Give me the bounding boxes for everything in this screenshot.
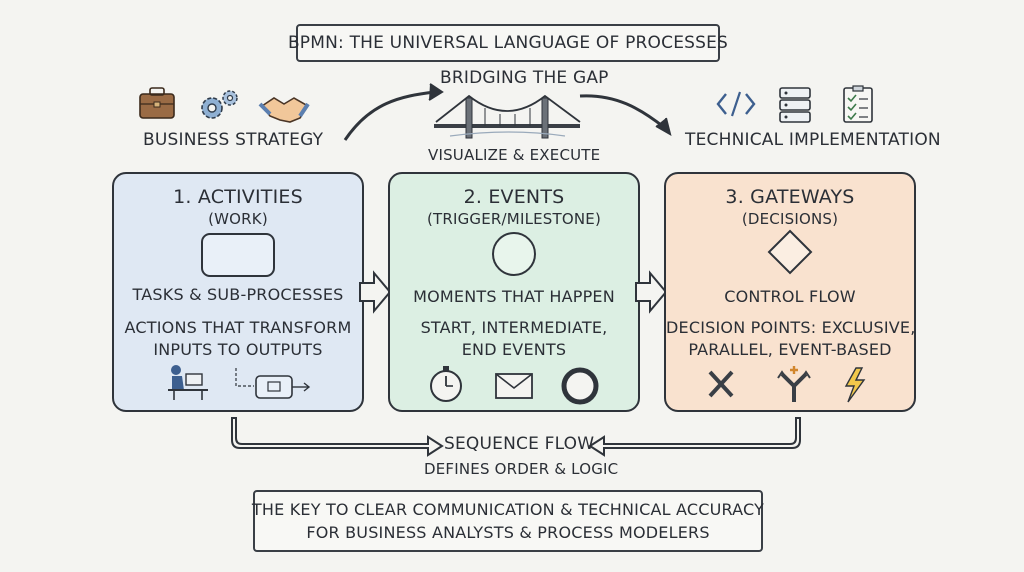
server-icon (779, 87, 811, 123)
activity-icons (168, 365, 311, 400)
task-shape-icon (201, 233, 275, 277)
card-title: 3. GATEWAYS (725, 186, 855, 208)
card-desc-2: INPUTS TO OUTPUTS (153, 340, 323, 359)
event-icons (430, 366, 599, 405)
card-subtitle: (WORK) (208, 210, 268, 228)
bridge-area (343, 83, 672, 141)
arrow-left-up (343, 90, 436, 141)
left-label: BUSINESS STRATEGY (143, 130, 324, 150)
right-label: TECHNICAL IMPLEMENTATION (685, 130, 941, 150)
flow-arrow-1-icon (359, 270, 392, 314)
exclusive-x-icon (708, 370, 734, 398)
stopwatch-icon (430, 366, 462, 402)
footer-line-2: FOR BUSINESS ANALYSTS & PROCESS MODELERS (306, 523, 710, 542)
task-flow-icon (235, 368, 311, 399)
bridge-top-label: BRIDGING THE GAP (440, 68, 609, 88)
card-desc-2: PARALLEL, EVENT-BASED (688, 340, 892, 359)
bridge-icon (434, 94, 581, 139)
envelope-icon (495, 373, 533, 399)
technical-icons (716, 85, 873, 123)
handshake-icon (258, 97, 310, 123)
gears-icon (201, 90, 238, 119)
briefcase-icon (139, 87, 175, 119)
business-icons (139, 87, 310, 123)
events-card: 2. EVENTS (TRIGGER/MILESTONE) MOMENTS TH… (388, 172, 640, 412)
footer-line-1: THE KEY TO CLEAR COMMUNICATION & TECHNIC… (251, 500, 765, 519)
parallel-split-icon (777, 366, 811, 402)
card-subtitle: (TRIGGER/MILESTONE) (426, 210, 602, 228)
end-event-icon (561, 367, 599, 405)
event-circle-icon (492, 232, 536, 276)
card-desc-1: DECISION POINTS: EXCLUSIVE, (666, 318, 916, 337)
arrow-right-down (579, 94, 666, 130)
footer-box: THE KEY TO CLEAR COMMUNICATION & TECHNIC… (251, 490, 765, 552)
activities-card: 1. ACTIVITIES (WORK) TASKS & SUB-PROCESS… (112, 172, 364, 412)
sequence-flow-arrows (231, 417, 801, 457)
card-heading: CONTROL FLOW (724, 287, 856, 306)
card-heading: MOMENTS THAT HAPPEN (413, 287, 615, 306)
sequence-arrow-right (588, 417, 801, 457)
bridge-bottom-label: VISUALIZE & EXECUTE (428, 146, 601, 164)
sequence-flow-sub: DEFINES ORDER & LOGIC (424, 460, 619, 478)
gateway-diamond-icon (767, 229, 813, 275)
gateways-card: 3. GATEWAYS (DECISIONS) CONTROL FLOW DEC… (664, 172, 916, 412)
code-icon (716, 91, 756, 117)
flow-arrow-2-icon (635, 270, 668, 314)
page-title: BPMN: THE UNIVERSAL LANGUAGE OF PROCESSE… (287, 33, 729, 53)
card-desc-1: START, INTERMEDIATE, (420, 318, 608, 337)
card-subtitle: (DECISIONS) (741, 210, 839, 228)
gateway-icons (708, 366, 866, 403)
card-desc-1: ACTIONS THAT TRANSFORM (124, 318, 352, 337)
card-heading: TASKS & SUB-PROCESSES (132, 285, 344, 304)
sequence-flow-label: SEQUENCE FLOW (444, 434, 595, 454)
worker-at-desk-icon (168, 365, 208, 400)
title-banner: BPMN: THE UNIVERSAL LANGUAGE OF PROCESSE… (288, 24, 728, 62)
checklist-icon (843, 85, 873, 123)
card-title: 2. EVENTS (463, 186, 565, 208)
card-desc-2: END EVENTS (461, 340, 567, 359)
sequence-arrow-left (231, 417, 444, 457)
card-title: 1. ACTIVITIES (173, 186, 303, 208)
lightning-icon (844, 367, 866, 403)
